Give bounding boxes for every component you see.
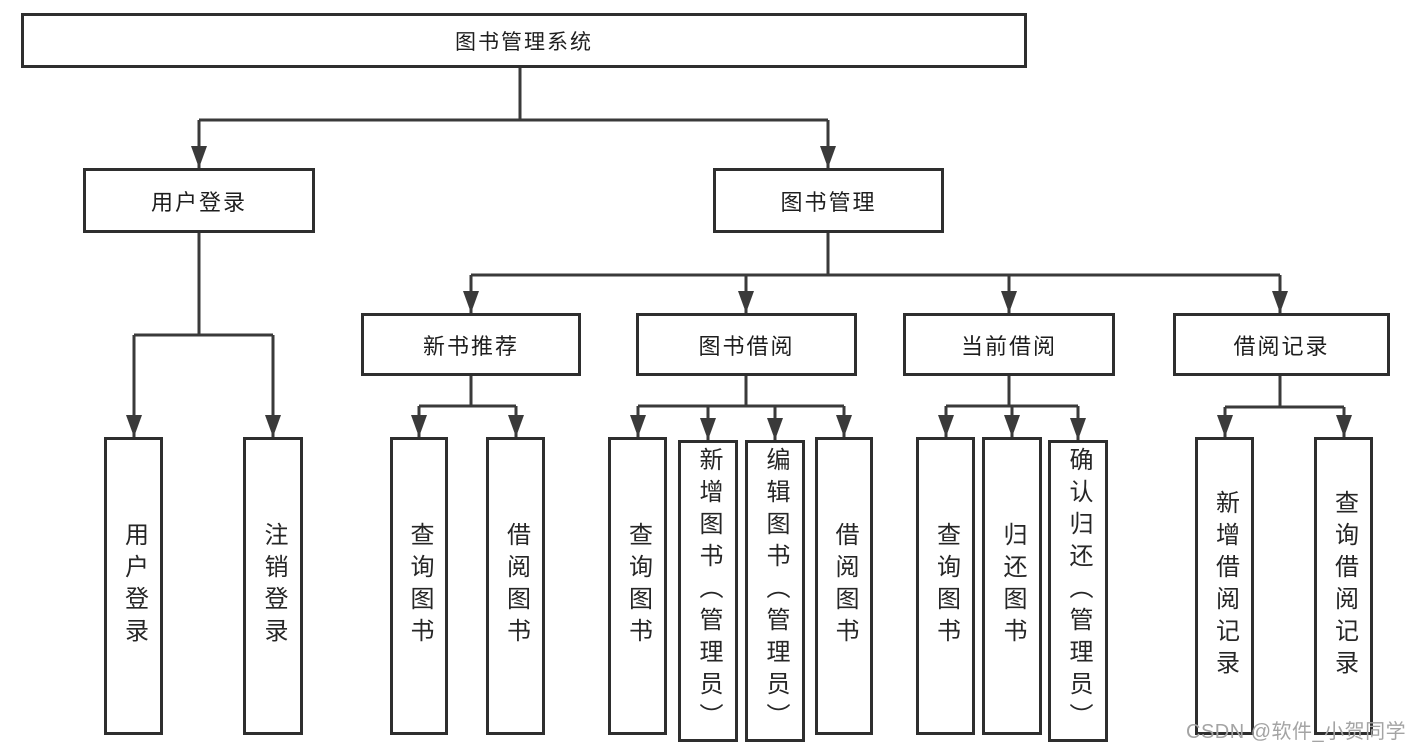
node-label: 查询图书 [406,522,433,650]
node-user-login: 用户登录 [83,168,315,233]
node-new-book-recommend: 新书推荐 [361,313,581,376]
leaf-edit-book-admin: 编辑图书（管理员） [745,440,805,742]
node-label: 查询借阅记录 [1330,490,1358,682]
leaf-logout: 注销登录 [243,437,303,735]
node-label: 查询图书 [932,522,960,650]
leaf-add-borrow-record: 新增借阅记录 [1195,437,1254,735]
node-label: 图书借阅 [698,333,795,359]
node-current-borrowing: 当前借阅 [903,313,1115,376]
node-label: 确认归还（管理员） [1065,447,1092,735]
node-book-management: 图书管理 [713,168,944,233]
leaf-borrow-books: 借阅图书 [815,437,873,735]
leaf-user-login: 用户登录 [104,437,163,735]
leaf-confirm-return-admin: 确认归还（管理员） [1048,440,1108,742]
node-label: 注销登录 [260,522,287,650]
node-label: 新书推荐 [422,333,519,359]
node-label: 图书管理 [780,189,877,215]
leaf-borrow-books-recommend: 借阅图书 [486,437,545,735]
node-label: 用户登录 [150,189,247,215]
leaf-return-books: 归还图书 [982,437,1042,735]
node-label: 查询图书 [624,522,652,650]
leaf-query-books-borrowing: 查询图书 [608,437,667,735]
node-label: 新增图书（管理员） [695,447,722,735]
node-book-borrowing: 图书借阅 [636,313,857,376]
leaf-query-books-recommend: 查询图书 [390,437,448,735]
leaf-add-book-admin: 新增图书（管理员） [678,440,738,742]
node-label: 图书管理系统 [455,30,593,54]
node-label: 用户登录 [120,522,148,650]
node-label: 编辑图书（管理员） [762,447,789,735]
node-borrowing-records: 借阅记录 [1173,313,1390,376]
node-label: 借阅图书 [831,522,858,650]
node-label: 借阅记录 [1233,333,1330,359]
node-library-management-system: 图书管理系统 [21,13,1027,68]
node-label: 当前借阅 [960,333,1057,359]
leaf-query-borrow-record: 查询借阅记录 [1314,437,1373,735]
node-label: 借阅图书 [502,522,530,650]
node-label: 归还图书 [999,522,1026,650]
node-label: 新增借阅记录 [1211,490,1239,682]
leaf-query-books-current: 查询图书 [916,437,975,735]
csdn-watermark: CSDN @软件_小贺同学 [1186,721,1405,743]
